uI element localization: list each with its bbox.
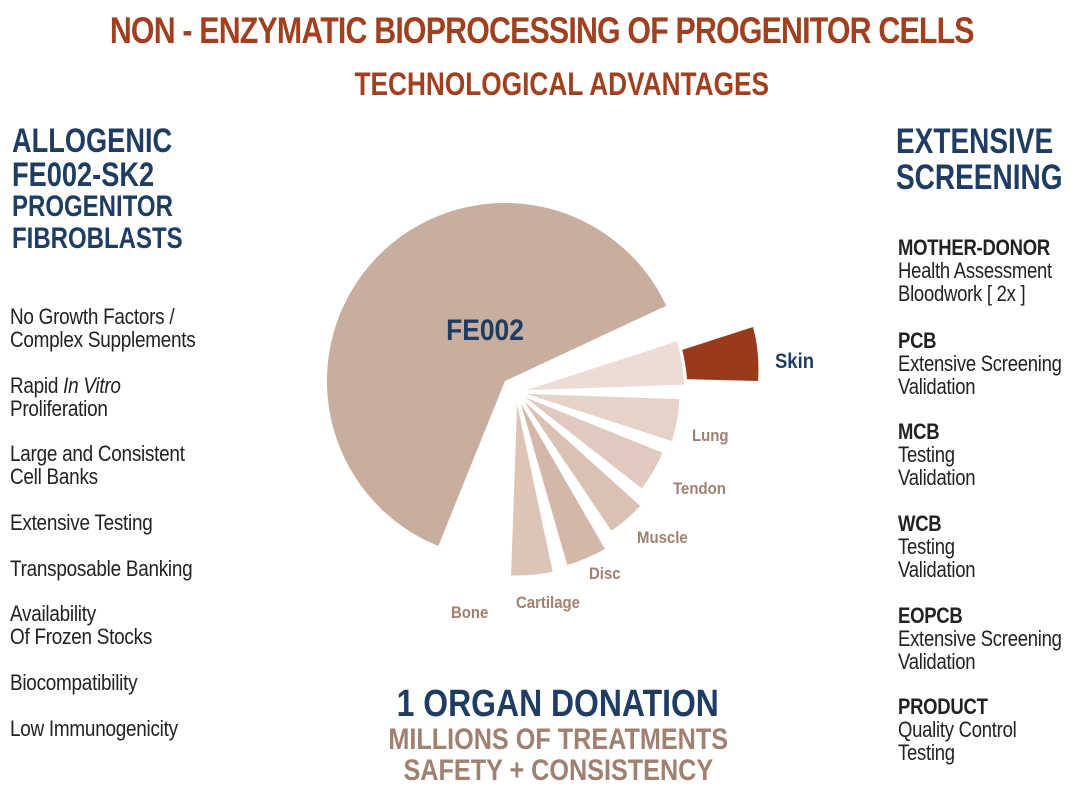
pie-main xyxy=(326,202,667,546)
advantage-item: Low Immunogenicity xyxy=(10,716,178,741)
right-heading: EXTENSIVE SCREENING xyxy=(896,122,1063,197)
pie-slice-cartilage xyxy=(514,391,610,569)
millions-treatments-text: MILLIONS OF TREATMENTS xyxy=(388,723,728,756)
label-cartilage: Cartilage xyxy=(516,594,580,612)
page-title: NON - ENZYMATIC BIOPROCESSING OF PROGENI… xyxy=(110,10,975,51)
left-heading: ALLOGENIC FE002-SK2 PROGENITOR FIBROBLAS… xyxy=(12,122,183,255)
pie-slice-tendon xyxy=(515,390,683,445)
pie-slice-bone xyxy=(507,391,557,579)
label-muscle: Muscle xyxy=(637,529,688,547)
safety-consistency-text: SAFETY + CONSISTENCY xyxy=(403,754,713,787)
label-disc: Disc xyxy=(589,565,621,583)
pie-slice-fe002 xyxy=(326,202,667,546)
pie-slice-lung xyxy=(515,337,688,394)
label-tendon: Tendon xyxy=(673,480,726,498)
pie-slice-disc xyxy=(514,390,645,535)
advantage-item: Biocompatibility xyxy=(10,670,138,695)
advantage-item: Transposable Banking xyxy=(10,556,193,581)
organ-donation-heading: 1 ORGAN DONATION xyxy=(396,683,720,725)
label-bone: Bone xyxy=(451,604,488,622)
pie-slice-muscle xyxy=(515,390,667,493)
label-skin: Skin xyxy=(775,350,814,373)
advantage-item: No Growth Factors /Complex Supplements xyxy=(10,304,196,352)
pie-fan xyxy=(507,337,688,579)
label-fe002: FE002 xyxy=(446,312,524,346)
advantage-item: Extensive Testing xyxy=(10,510,153,535)
page-subtitle: TECHNOLOGICAL ADVANTAGES xyxy=(354,66,770,102)
pie-labels: FE002SkinLungTendonMuscleDiscCartilageBo… xyxy=(446,312,814,622)
label-lung: Lung xyxy=(692,427,729,445)
